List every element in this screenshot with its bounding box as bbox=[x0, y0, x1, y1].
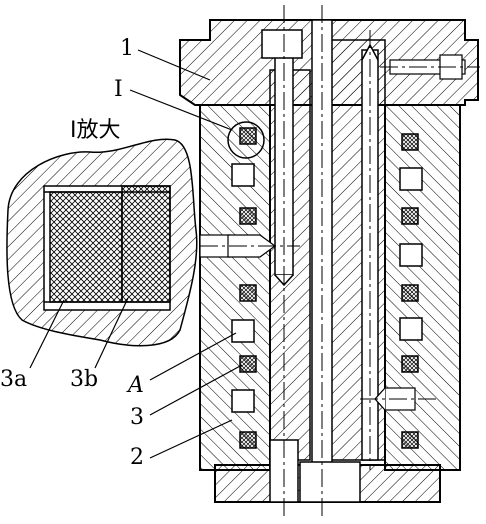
label-part-2: 2 bbox=[130, 445, 144, 470]
label-chamber-A: A bbox=[126, 373, 144, 398]
label-part-3a: 3a bbox=[0, 367, 27, 392]
label-detail-title: I放大 bbox=[70, 118, 121, 143]
label-part-3: 3 bbox=[130, 405, 144, 430]
label-detail-I: I bbox=[114, 77, 123, 102]
cylinder-part-2-right bbox=[384, 104, 461, 471]
detail-circle-I bbox=[227, 121, 265, 159]
detail-view bbox=[6, 138, 198, 347]
cylinder-part-2-left bbox=[199, 104, 271, 471]
left-seals bbox=[231, 127, 257, 449]
leader-lines bbox=[29, 49, 243, 459]
bores bbox=[199, 19, 466, 503]
seal-3a bbox=[49, 191, 123, 303]
labels: 1 I I放大 3a 3b A 3 2 bbox=[0, 36, 144, 470]
seal-3b bbox=[121, 185, 171, 303]
label-part-3b: 3b bbox=[70, 367, 98, 392]
center-lines bbox=[200, 5, 480, 520]
label-part-1: 1 bbox=[120, 36, 134, 61]
right-seals bbox=[399, 133, 423, 449]
